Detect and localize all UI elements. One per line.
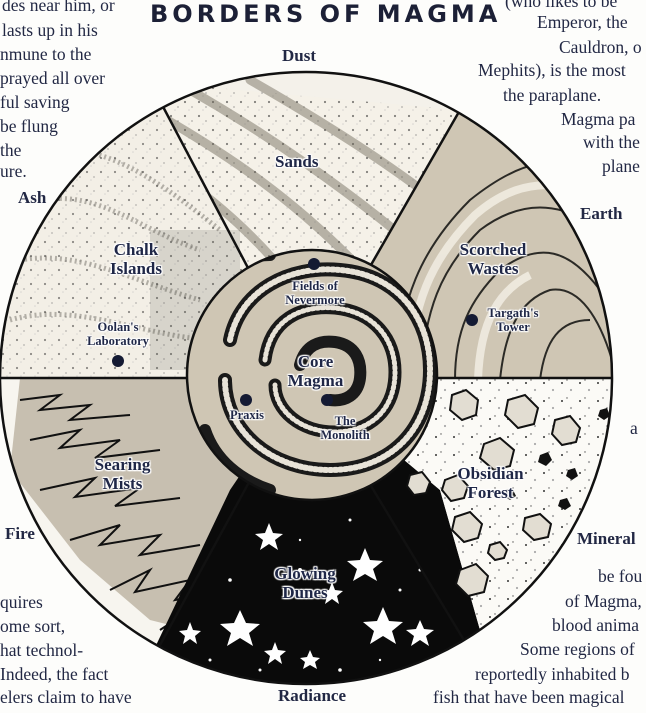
element-label-fire: Fire bbox=[5, 524, 35, 543]
text-line: fish that have been magical bbox=[433, 687, 625, 707]
text-line: of Magma, bbox=[565, 591, 642, 611]
element-label-earth: Earth bbox=[580, 204, 623, 223]
text-line: hat technol- bbox=[0, 640, 84, 660]
region-label-sands: Sands bbox=[275, 152, 319, 171]
text-line: with the bbox=[583, 132, 640, 152]
monolith-marker bbox=[321, 394, 333, 406]
text-line: plane bbox=[602, 156, 640, 176]
text-line: lasts up in his bbox=[2, 20, 98, 40]
element-label-ash: Ash bbox=[18, 188, 47, 207]
text-line: elers claim to have bbox=[0, 687, 132, 707]
element-label-dust: Dust bbox=[282, 46, 317, 65]
page-title: BORDERS OF MAGMA bbox=[150, 0, 502, 28]
oolan-laboratory-marker bbox=[112, 355, 124, 367]
text-line: des near him, or bbox=[2, 0, 115, 15]
text-line: Magma pa bbox=[561, 109, 636, 129]
element-label-radiance: Radiance bbox=[278, 686, 346, 705]
text-line: a bbox=[630, 418, 638, 438]
text-line: Some regions of bbox=[520, 639, 635, 659]
text-line: be flung bbox=[0, 116, 58, 136]
text-line: the paraplane. bbox=[503, 85, 602, 105]
text-line: Cauldron, o bbox=[559, 37, 642, 57]
praxis-marker bbox=[240, 394, 252, 406]
text-line: nmune to the bbox=[0, 44, 92, 64]
text-line: Emperor, the bbox=[537, 12, 628, 32]
element-label-mineral: Mineral bbox=[577, 529, 636, 548]
text-line: Indeed, the fact bbox=[0, 664, 109, 684]
place-label-praxis: Praxis bbox=[229, 408, 265, 422]
text-line: prayed all over bbox=[0, 68, 105, 88]
targath-tower-marker bbox=[466, 314, 478, 326]
text-line: ome sort, bbox=[0, 616, 66, 636]
text-line: blood anima bbox=[552, 615, 639, 635]
glowing-dunes-region bbox=[130, 378, 500, 684]
text-line: (who likes to be bbox=[505, 0, 618, 11]
text-line: be fou bbox=[598, 566, 643, 586]
text-line: the bbox=[0, 140, 22, 160]
text-line: ure. bbox=[0, 161, 27, 181]
text-line: ful saving bbox=[0, 92, 70, 112]
text-line: reportedly inhabited b bbox=[475, 664, 630, 684]
text-line: quires bbox=[0, 592, 43, 612]
text-line: Mephits), is the most bbox=[478, 60, 626, 80]
fields-of-nevermore-marker bbox=[308, 258, 320, 270]
sands-region bbox=[145, 75, 465, 378]
